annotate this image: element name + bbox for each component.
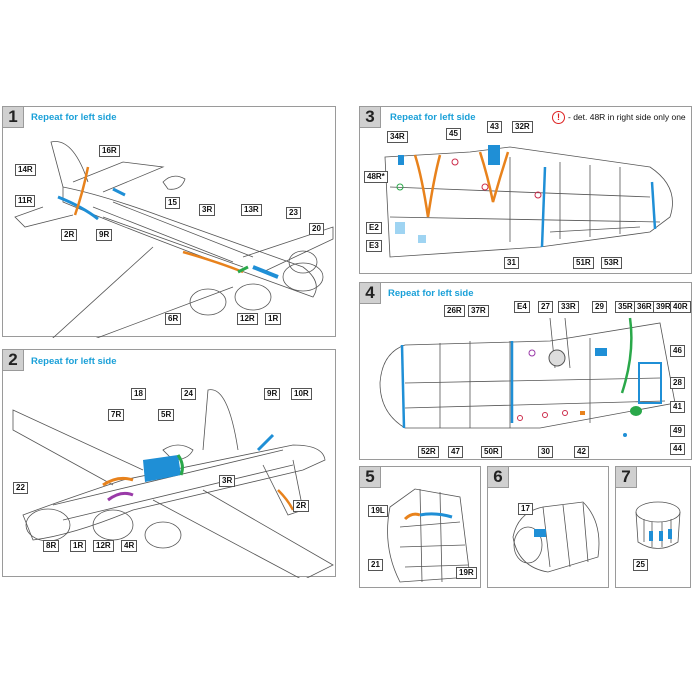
part-label: 24 <box>181 388 196 400</box>
part-label: E4 <box>514 301 530 313</box>
part-label: 33R <box>558 301 579 313</box>
part-label: 43 <box>487 121 502 133</box>
part-label: 25 <box>633 559 648 571</box>
exclamation-icon: ! <box>552 111 565 124</box>
part-label: 2R <box>61 229 78 241</box>
repeat-hint: Repeat for left side <box>390 112 476 123</box>
part-label: 51R <box>573 257 594 269</box>
panel-3: 3 Repeat for left side !- det. 48R in ri… <box>359 106 692 274</box>
part-label: 13R <box>241 204 262 216</box>
part-label: 21 <box>368 559 383 571</box>
repeat-hint: Repeat for left side <box>31 112 117 123</box>
part-label: 52R <box>418 446 439 458</box>
engine-nacelle-drawing <box>512 501 600 573</box>
cylinder-ring-drawing <box>635 501 681 549</box>
part-label: 12R <box>93 540 114 552</box>
note-text: - det. 48R in right side only one <box>568 112 686 122</box>
part-label: 32R <box>512 121 533 133</box>
part-label: 22 <box>13 482 28 494</box>
part-label: 49 <box>670 425 685 437</box>
part-label: 2R <box>293 500 310 512</box>
part-label: 9R <box>96 229 113 241</box>
part-label: 18 <box>131 388 146 400</box>
panel-2: 2 Repeat for left side 18 24 9R 10R 7R 5… <box>2 349 336 578</box>
part-label: 23 <box>286 207 301 219</box>
repeat-hint: Repeat for left side <box>31 356 117 367</box>
step-number: 3 <box>359 106 381 128</box>
repeat-hint: Repeat for left side <box>388 288 474 299</box>
part-label: 29 <box>592 301 607 313</box>
part-label: 26R <box>444 305 465 317</box>
step-number: 4 <box>359 282 381 304</box>
part-label: 36R <box>634 301 655 313</box>
panel-6: 6 17 <box>487 466 609 588</box>
part-label: 37R <box>468 305 489 317</box>
part-label: 31 <box>504 257 519 269</box>
part-label: 28 <box>670 377 685 389</box>
panel-5: 5 19L 21 19R <box>359 466 481 588</box>
step-number: 7 <box>615 466 637 488</box>
part-label: 53R <box>601 257 622 269</box>
part-label: 16R <box>99 145 120 157</box>
part-label: 40R <box>670 301 691 313</box>
panel-1: 1 Repeat for left side 16R 14R 11R <box>2 106 336 338</box>
part-label: 6R <box>165 313 182 325</box>
step-number: 2 <box>2 349 24 371</box>
part-label: 4R <box>121 540 138 552</box>
part-label: 30 <box>538 446 553 458</box>
panel-7: 7 25 <box>615 466 691 588</box>
part-label: 34R <box>387 131 408 143</box>
part-label: 20 <box>309 223 324 235</box>
fuselage-drawing <box>384 145 673 258</box>
part-label: 8R <box>43 540 60 552</box>
part-label: E3 <box>366 240 382 252</box>
part-label: 50R <box>481 446 502 458</box>
part-label: 41 <box>670 401 685 413</box>
part-label: 17 <box>518 503 533 515</box>
step-number: 1 <box>2 106 24 128</box>
aircraft-drawing <box>14 141 334 338</box>
step-number: 5 <box>359 466 381 488</box>
part-label: 47 <box>448 446 463 458</box>
step-number: 6 <box>487 466 509 488</box>
part-label: 42 <box>574 446 589 458</box>
part-label: 11R <box>15 195 36 207</box>
part-label: 5R <box>158 409 175 421</box>
part-label: 10R <box>291 388 312 400</box>
part-label: 1R <box>70 540 87 552</box>
panel-4: 4 Repeat for left side 26R 37R E4 27 33R… <box>359 282 692 460</box>
part-label: 3R <box>219 475 236 487</box>
aircraft-drawing <box>12 389 334 578</box>
part-label: 27 <box>538 301 553 313</box>
part-label: 9R <box>264 388 281 400</box>
part-label: 7R <box>108 409 125 421</box>
part-label: 12R <box>237 313 258 325</box>
part-label: 19R <box>456 567 477 579</box>
detail-note: !- det. 48R in right side only one <box>552 111 686 124</box>
part-label: 14R <box>15 164 36 176</box>
part-label: 1R <box>265 313 282 325</box>
part-label: 35R <box>615 301 636 313</box>
part-label: 19L <box>368 505 388 517</box>
part-label: 45 <box>446 128 461 140</box>
part-label: 44 <box>670 443 685 455</box>
part-label: E2 <box>366 222 382 234</box>
engine-cowl-drawing <box>387 488 471 583</box>
part-label: 48R* <box>364 171 388 183</box>
part-label: 15 <box>165 197 180 209</box>
part-label: 46 <box>670 345 685 357</box>
fuselage-drawing <box>379 317 676 437</box>
part-label: 3R <box>199 204 216 216</box>
